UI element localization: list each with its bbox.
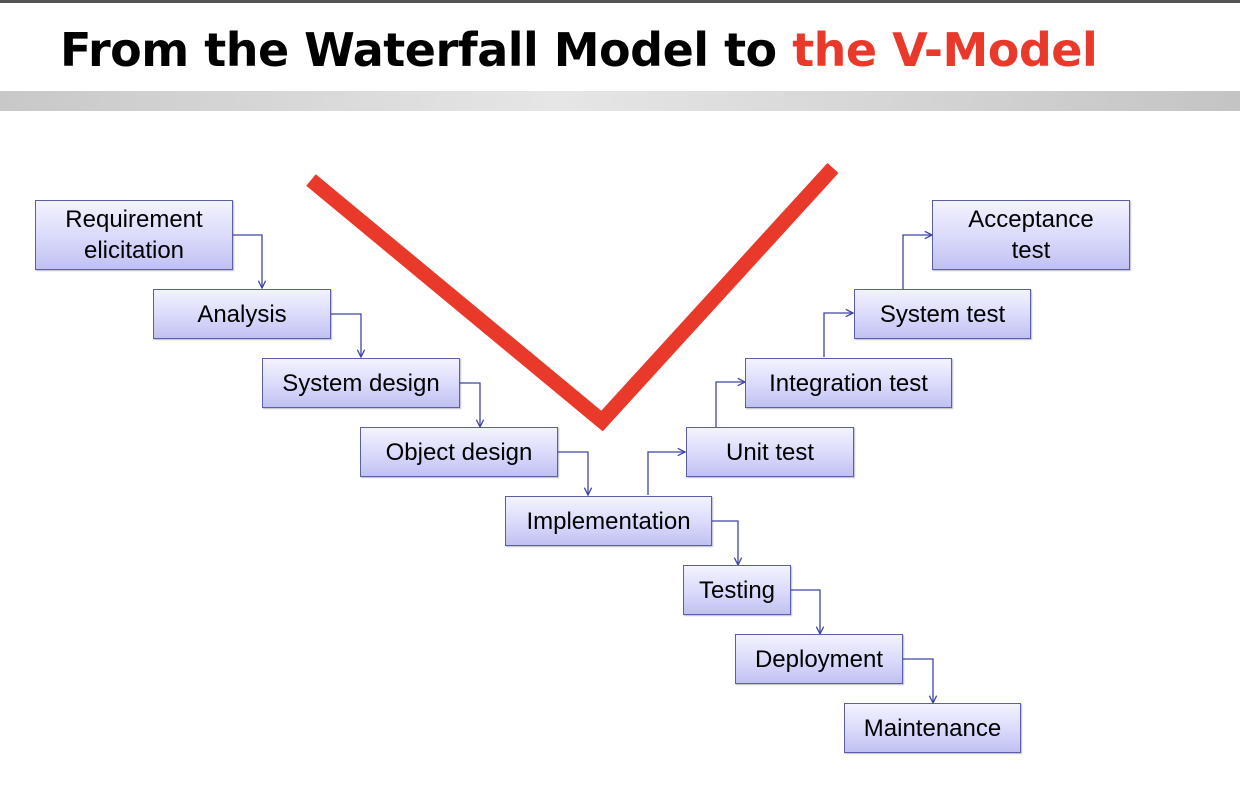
step-deployment: Deployment: [735, 634, 903, 684]
connector-object-design-to-implementation: [558, 451, 588, 495]
slide-title: From the Waterfall Model to the V-Model: [60, 14, 1098, 86]
title-highlight: the V-Model: [792, 23, 1098, 77]
connector-system-design-to-object-design: [460, 382, 480, 427]
waterfall-connectors: [233, 234, 933, 703]
v-shape: [306, 162, 839, 432]
connector-unit-test-to-integration-test: [715, 382, 745, 427]
connector-implementation-to-unit-test: [647, 452, 685, 495]
step-requirement-elicitation: Requirement elicitation: [35, 200, 233, 270]
step-integration-test: Integration test: [745, 358, 952, 408]
connector-deployment-to-maintenance: [903, 658, 933, 703]
step-system-design: System design: [262, 358, 460, 408]
step-maintenance: Maintenance: [844, 703, 1021, 753]
step-analysis: Analysis: [153, 289, 331, 339]
step-implementation: Implementation: [505, 496, 712, 546]
connector-testing-to-deployment: [791, 589, 820, 634]
step-acceptance-test: Acceptance test: [932, 200, 1130, 270]
top-rule: [0, 0, 1240, 3]
connector-requirement-to-analysis: [233, 234, 262, 288]
connector-analysis-to-system-design: [331, 313, 361, 357]
step-testing: Testing: [683, 565, 791, 615]
title-prefix: From the Waterfall Model to: [60, 23, 793, 77]
v-right-connectors: [647, 235, 932, 495]
step-system-test: System test: [854, 289, 1031, 339]
connector-system-test-to-acceptance-test: [902, 235, 932, 289]
connector-integration-test-to-system-test: [823, 313, 853, 357]
connector-implementation-to-testing: [712, 520, 738, 565]
step-object-design: Object design: [360, 427, 558, 477]
title-underline-bar: [0, 91, 1240, 111]
step-unit-test: Unit test: [686, 427, 854, 477]
